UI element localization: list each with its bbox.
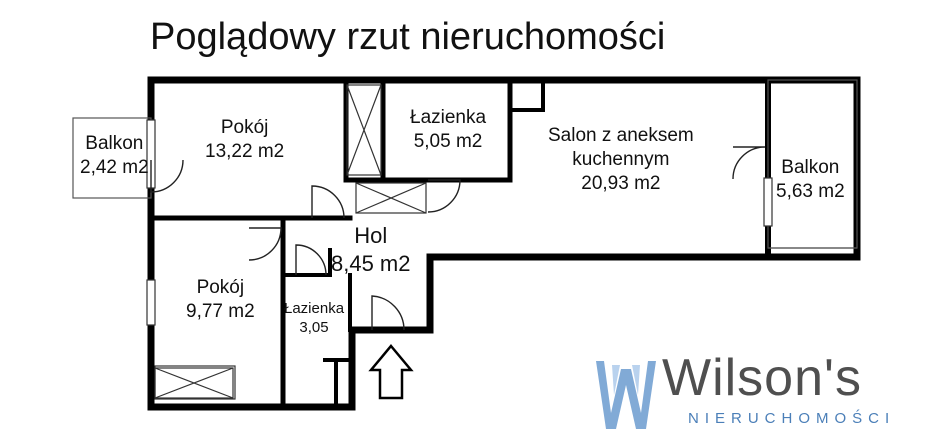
wardrobe <box>154 367 234 399</box>
room-name: Pokój <box>220 117 269 138</box>
room-name: Salon z aneksem <box>548 125 694 146</box>
room-area: 8,45 m2 <box>331 250 411 276</box>
door-swing <box>248 227 282 261</box>
entrance-arrow-icon <box>368 344 414 400</box>
room-name: Balkon <box>781 157 840 178</box>
door-swing <box>732 146 766 180</box>
room-name: Balkon <box>85 133 144 154</box>
room-area: 5,05 m2 <box>413 130 483 152</box>
room-lazienka-lower: Łazienka 3,05 <box>284 300 344 338</box>
room-name: Łazienka <box>410 107 487 128</box>
window <box>146 279 156 326</box>
logo-wordmark: Wilson's <box>662 349 862 407</box>
room-area: 13,22 m2 <box>205 140 285 162</box>
room-name: Łazienka <box>284 300 345 317</box>
room-area: 5,63 m2 <box>776 180 845 202</box>
door-swing <box>150 159 184 193</box>
wardrobe <box>355 182 427 214</box>
company-logo: Wilson's NIERUCHOMOŚCI <box>590 349 930 432</box>
room-pokoj-lower: Pokój 9,77 m2 <box>186 276 255 324</box>
room-name: Hol <box>354 223 388 248</box>
door-swing <box>295 244 327 276</box>
room-area: 20,93 m2 <box>581 172 661 194</box>
room-area: 9,77 m2 <box>186 300 255 322</box>
plan-title: Poglądowy rzut nieruchomości <box>150 16 666 58</box>
wardrobe <box>346 84 382 176</box>
room-area: 2,42 m2 <box>80 156 149 178</box>
room-balkon-left: Balkon 2,42 m2 <box>80 132 149 180</box>
logo-subtitle: NIERUCHOMOŚCI <box>688 410 896 427</box>
room-lazienka-upper: Łazienka 5,05 m2 <box>410 106 486 154</box>
room-salon: Salon z aneksem kuchennym 20,93 m2 <box>548 124 694 195</box>
logo-mark <box>596 361 656 429</box>
interior-wall <box>281 248 332 277</box>
door-swing <box>427 179 461 213</box>
interior-wall <box>508 78 545 112</box>
room-area: 3,05 <box>299 318 329 336</box>
room-hol: Hol 8,45 m2 <box>331 222 411 277</box>
door-swing <box>371 295 405 331</box>
room-name: Pokój <box>196 277 245 298</box>
door-swing <box>311 185 345 219</box>
room-balkon-right: Balkon 5,63 m2 <box>776 156 845 204</box>
room-name-line2: kuchennym <box>572 148 670 170</box>
room-pokoj-upper: Pokój 13,22 m2 <box>205 116 284 164</box>
window <box>763 177 773 227</box>
